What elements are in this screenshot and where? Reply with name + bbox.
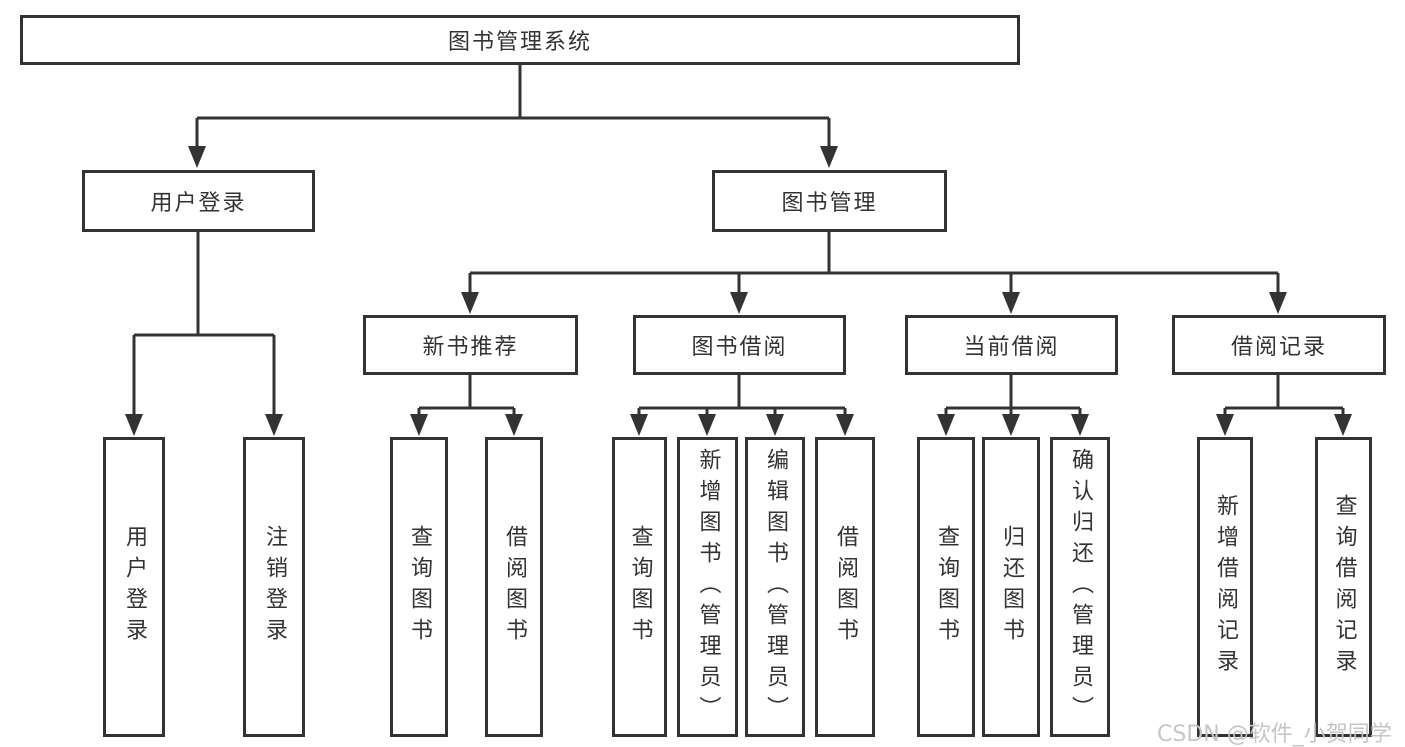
node-new-book-recommend: 新书推荐 <box>363 315 578 375</box>
leaf-borrow-add-book-admin-label: 新增图书（管理员） <box>695 447 721 727</box>
watermark: CSDN @软件_小贺同学 <box>1157 722 1392 747</box>
leaf-borrow-borrow-book: 借阅图书 <box>815 437 875 737</box>
leaf-borrow-add-book-admin: 新增图书（管理员） <box>677 437 738 737</box>
leaf-user-login-label: 用户登录 <box>122 525 147 649</box>
node-user-login: 用户登录 <box>82 170 315 232</box>
node-book-borrow-label: 图书借阅 <box>691 335 788 360</box>
leaf-records-add-record-label: 新增借阅记录 <box>1213 494 1238 680</box>
node-book-management-label: 图书管理 <box>781 191 878 216</box>
node-book-borrow: 图书借阅 <box>633 315 846 375</box>
leaf-current-return-book: 归还图书 <box>982 437 1040 737</box>
node-borrow-records-label: 借阅记录 <box>1230 335 1327 360</box>
node-user-login-label: 用户登录 <box>150 191 247 216</box>
node-root: 图书管理系统 <box>20 15 1020 65</box>
leaf-borrow-edit-book-admin: 编辑图书（管理员） <box>745 437 805 737</box>
leaf-borrow-edit-book-admin-label: 编辑图书（管理员） <box>763 447 788 727</box>
leaf-records-query-record-label: 查询借阅记录 <box>1331 494 1357 680</box>
leaf-current-query-book: 查询图书 <box>917 437 975 737</box>
leaf-borrow-borrow-book-label: 借阅图书 <box>833 525 858 649</box>
leaf-borrow-query-book-label: 查询图书 <box>627 525 653 649</box>
leaf-records-query-record: 查询借阅记录 <box>1315 437 1372 737</box>
leaf-recommend-query-book: 查询图书 <box>390 437 448 737</box>
leaf-current-confirm-return-admin-label: 确认归还（管理员） <box>1068 447 1093 727</box>
leaf-user-login: 用户登录 <box>103 437 165 737</box>
leaf-current-query-book-label: 查询图书 <box>934 525 959 649</box>
leaf-recommend-query-book-label: 查询图书 <box>407 525 432 649</box>
node-new-book-recommend-label: 新书推荐 <box>422 335 519 360</box>
leaf-borrow-query-book: 查询图书 <box>612 437 667 737</box>
leaf-records-add-record: 新增借阅记录 <box>1197 437 1253 737</box>
leaf-recommend-borrow-book: 借阅图书 <box>485 437 543 737</box>
leaf-current-return-book-label: 归还图书 <box>999 525 1024 649</box>
leaf-recommend-borrow-book-label: 借阅图书 <box>502 525 527 649</box>
node-root-label: 图书管理系统 <box>447 30 592 55</box>
node-book-management: 图书管理 <box>712 170 947 232</box>
leaf-logout-label: 注销登录 <box>262 525 287 649</box>
node-current-borrow: 当前借阅 <box>905 315 1118 375</box>
leaf-current-confirm-return-admin: 确认归还（管理员） <box>1050 437 1110 737</box>
leaf-logout: 注销登录 <box>243 437 305 737</box>
node-borrow-records: 借阅记录 <box>1172 315 1386 375</box>
node-current-borrow-label: 当前借阅 <box>963 335 1060 360</box>
arrowheads <box>125 146 1352 436</box>
